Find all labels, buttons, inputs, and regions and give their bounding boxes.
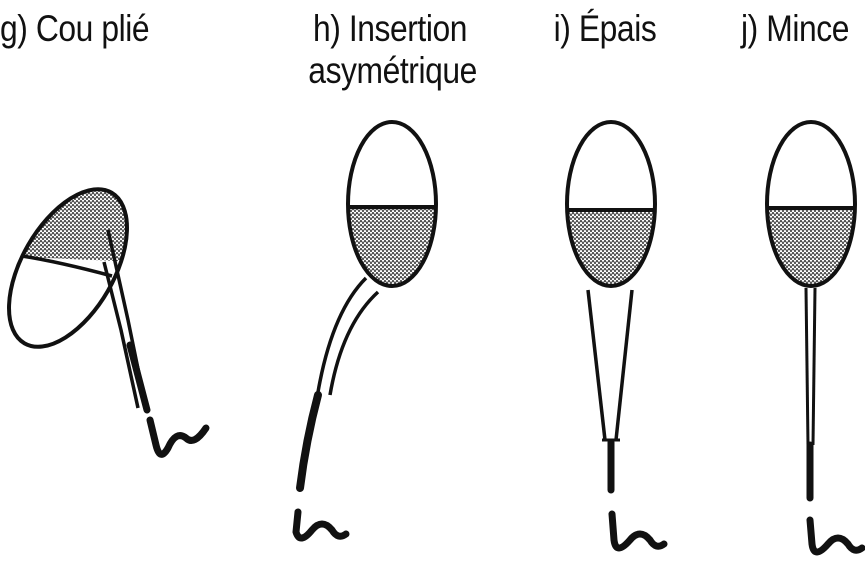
tail-thick xyxy=(612,514,664,548)
head-thin xyxy=(760,120,865,298)
sperm-asymmetric-insertion xyxy=(296,120,450,538)
head-bent-neck xyxy=(0,150,160,366)
tail-thin xyxy=(810,520,862,552)
midpiece-asymmetric-insertion xyxy=(300,278,378,488)
sperm-thick xyxy=(560,120,670,548)
tail-bent-neck xyxy=(150,420,206,454)
sperm-thin xyxy=(760,120,865,552)
head-thick xyxy=(560,120,670,300)
midpiece-thick xyxy=(588,290,632,490)
head-asymmetric-insertion xyxy=(340,120,450,297)
midpiece-thin xyxy=(806,288,815,498)
sperm-bent-neck xyxy=(0,150,206,454)
tail-asymmetric-insertion xyxy=(296,512,346,538)
